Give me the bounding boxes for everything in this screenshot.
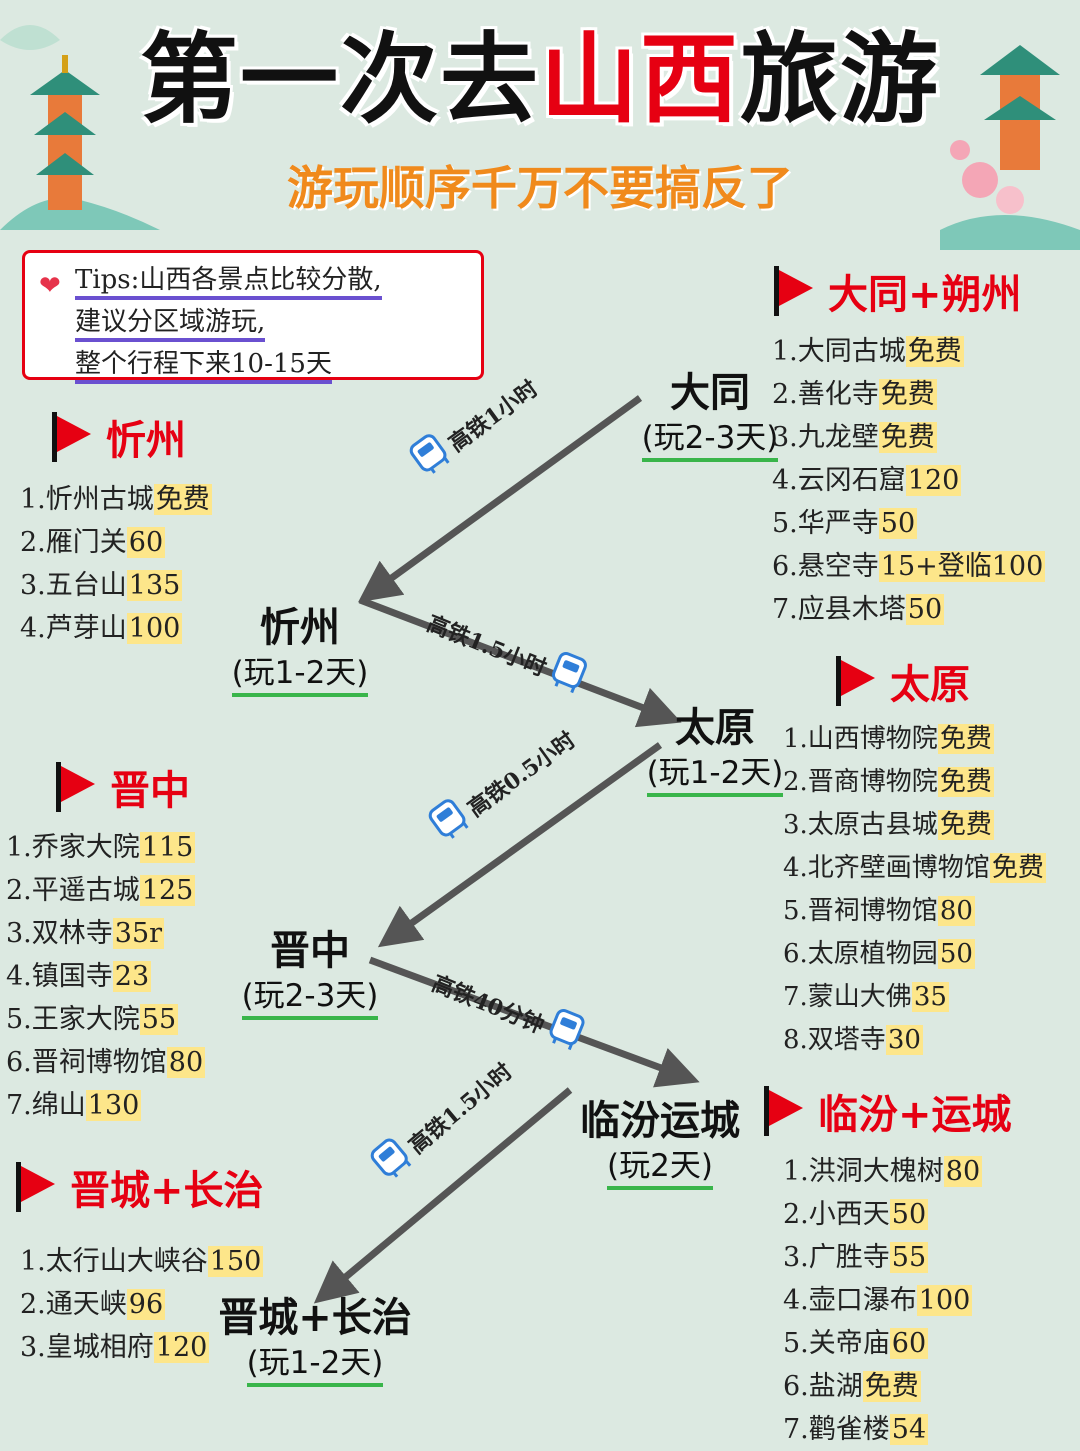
title-part3: 旅游: [740, 23, 941, 137]
node-jinzhong: 晋中 (玩2-3天): [220, 918, 400, 1020]
list-item: 3.双林寺35r: [6, 918, 165, 949]
list-item: 2.小西天50: [783, 1199, 929, 1230]
region-heading-jinzhong: 晋中: [52, 758, 190, 816]
list-item: 7.鹳雀楼54: [783, 1414, 929, 1445]
pagoda-left-illustration: [0, 25, 160, 230]
region-heading-text: 太原: [890, 662, 970, 708]
region-heading-text: 晋中: [110, 768, 190, 814]
list-item: 3.广胜寺55: [783, 1242, 929, 1273]
title-part2: 山西: [539, 23, 740, 137]
tips-line-2: 建议分区域游玩,: [75, 307, 266, 342]
arrow-datong-xinzhou: [357, 395, 643, 603]
list-item: 6.晋祠博物馆80: [6, 1047, 206, 1078]
region-heading-text: 大同+朔州: [828, 272, 1022, 318]
list-item: 1.太行山大峡谷150: [20, 1246, 264, 1277]
heart-icon: ❤: [39, 271, 61, 301]
tips-box: ❤ Tips:山西各景点比较分散, 建议分区域游玩, 整个行程下来10-15天: [22, 250, 484, 384]
list-item: 4.芦芽山100: [20, 613, 183, 644]
tips-line-1: Tips:山西各景点比较分散,: [75, 265, 382, 300]
region-heading-text: 晋城+长治: [70, 1168, 264, 1214]
page-subtitle: 游玩顺序千万不要搞反了: [287, 161, 793, 215]
list-item: 1.大同古城免费: [772, 336, 964, 367]
arrow-linfen-jincheng: [313, 1087, 573, 1304]
flag-icon: [52, 762, 100, 812]
list-item: 8.双塔寺30: [783, 1025, 923, 1055]
list-item: 4.镇国寺23: [6, 961, 152, 992]
region-heading-jincheng: 晋城+长治: [12, 1158, 264, 1216]
node-xinzhou: 忻州 (玩1-2天): [210, 595, 390, 697]
list-linfen: 1.洪洞大槐树80 2.小西天50 3.广胜寺55 4.壶口瀑布100 5.关帝…: [783, 1150, 983, 1451]
list-item: 7.绵山130: [6, 1090, 142, 1121]
region-heading-text: 忻州: [106, 418, 186, 464]
list-item: 4.北齐壁画博物馆免费: [783, 853, 1046, 883]
region-heading-datong: 大同+朔州: [770, 262, 1022, 320]
node-jincheng-changzhi: 晋城+长治 (玩1-2天): [210, 1285, 420, 1387]
list-item: 3.太原古县城免费: [783, 810, 994, 840]
node-days: (玩1-2天): [646, 753, 784, 797]
list-item: 7.蒙山大佛35: [783, 982, 949, 1012]
flag-icon: [832, 656, 880, 706]
list-item: 2.平遥古城125: [6, 875, 196, 906]
flag-icon: [770, 266, 818, 316]
list-jinzhong: 1.乔家大院115 2.平遥古城125 3.双林寺35r 4.镇国寺23 5.王…: [6, 826, 206, 1127]
node-days: (玩1-2天): [246, 1343, 384, 1387]
node-days: (玩1-2天): [231, 653, 369, 697]
region-heading-xinzhou: 忻州: [48, 408, 186, 466]
arrow-taiyuan-jinzhong: [377, 742, 663, 948]
list-item: 2.雁门关60: [20, 527, 166, 558]
arrow-xinzhou-taiyuan: [358, 596, 682, 728]
node-taiyuan: 太原 (玩1-2天): [625, 695, 805, 797]
list-item: 6.太原植物园50: [783, 939, 975, 969]
node-name: 大同: [670, 370, 750, 416]
region-heading-text: 临汾+运城: [818, 1092, 1012, 1138]
tips-line-3: 整个行程下来10-15天: [75, 349, 332, 384]
list-item: 5.晋祠博物馆80: [783, 896, 975, 926]
node-linfen-yuncheng: 临汾运城 (玩2天): [570, 1088, 750, 1190]
node-days: (玩2天): [607, 1146, 713, 1190]
node-name: 忻州: [260, 605, 340, 651]
list-item: 7.应县木塔50: [772, 594, 945, 625]
pagoda-right-illustration: [940, 45, 1080, 250]
list-item: 5.关帝庙60: [783, 1328, 929, 1359]
region-heading-linfen: 临汾+运城: [760, 1082, 1012, 1140]
list-item: 6.悬空寺15+登临100: [772, 551, 1046, 582]
list-xinzhou: 1.忻州古城免费 2.雁门关60 3.五台山135 4.芦芽山100: [20, 478, 212, 650]
list-item: 2.通天峡96: [20, 1289, 166, 1320]
list-item: 1.乔家大院115: [6, 832, 196, 863]
arrow-jinzhong-linfen: [368, 956, 700, 1088]
node-datong: 大同 (玩2-3天): [620, 360, 800, 462]
list-item: 2.晋商博物院免费: [783, 767, 994, 797]
list-jincheng: 1.太行山大峡谷150 2.通天峡96 3.皇城相府120: [20, 1240, 264, 1369]
flag-icon: [12, 1162, 60, 1212]
flag-icon: [48, 412, 96, 462]
list-item: 3.九龙壁免费: [772, 422, 937, 453]
list-item: 2.善化寺免费: [772, 379, 937, 410]
title-part1: 第一次去: [139, 23, 540, 137]
list-item: 6.盐湖免费: [783, 1371, 921, 1402]
region-heading-taiyuan: 太原: [832, 652, 970, 710]
page-title: 第一次去山西旅游: [0, 20, 1080, 140]
flag-icon: [760, 1086, 808, 1136]
node-days: (玩2-3天): [641, 418, 779, 462]
node-name: 晋城+长治: [218, 1295, 412, 1341]
list-item: 4.云冈石窟120: [772, 465, 962, 496]
list-item: 3.五台山135: [20, 570, 183, 601]
list-item: 1.洪洞大槐树80: [783, 1156, 983, 1187]
node-days: (玩2-3天): [241, 976, 379, 1020]
list-item: 1.忻州古城免费: [20, 484, 212, 515]
node-name: 临汾运城: [580, 1098, 740, 1144]
list-item: 5.王家大院55: [6, 1004, 179, 1035]
node-name: 太原: [675, 705, 755, 751]
list-item: 5.华严寺50: [772, 508, 918, 539]
list-item: 4.壶口瀑布100: [783, 1285, 973, 1316]
list-datong: 1.大同古城免费 2.善化寺免费 3.九龙壁免费 4.云冈石窟120 5.华严寺…: [772, 330, 1046, 631]
list-item: 1.山西博物院免费: [783, 724, 994, 754]
node-name: 晋中: [270, 928, 350, 974]
list-item: 3.皇城相府120: [20, 1332, 210, 1363]
list-taiyuan: 1.山西博物院免费 2.晋商博物院免费 3.太原古县城免费 4.北齐壁画博物馆免…: [783, 718, 1046, 1062]
